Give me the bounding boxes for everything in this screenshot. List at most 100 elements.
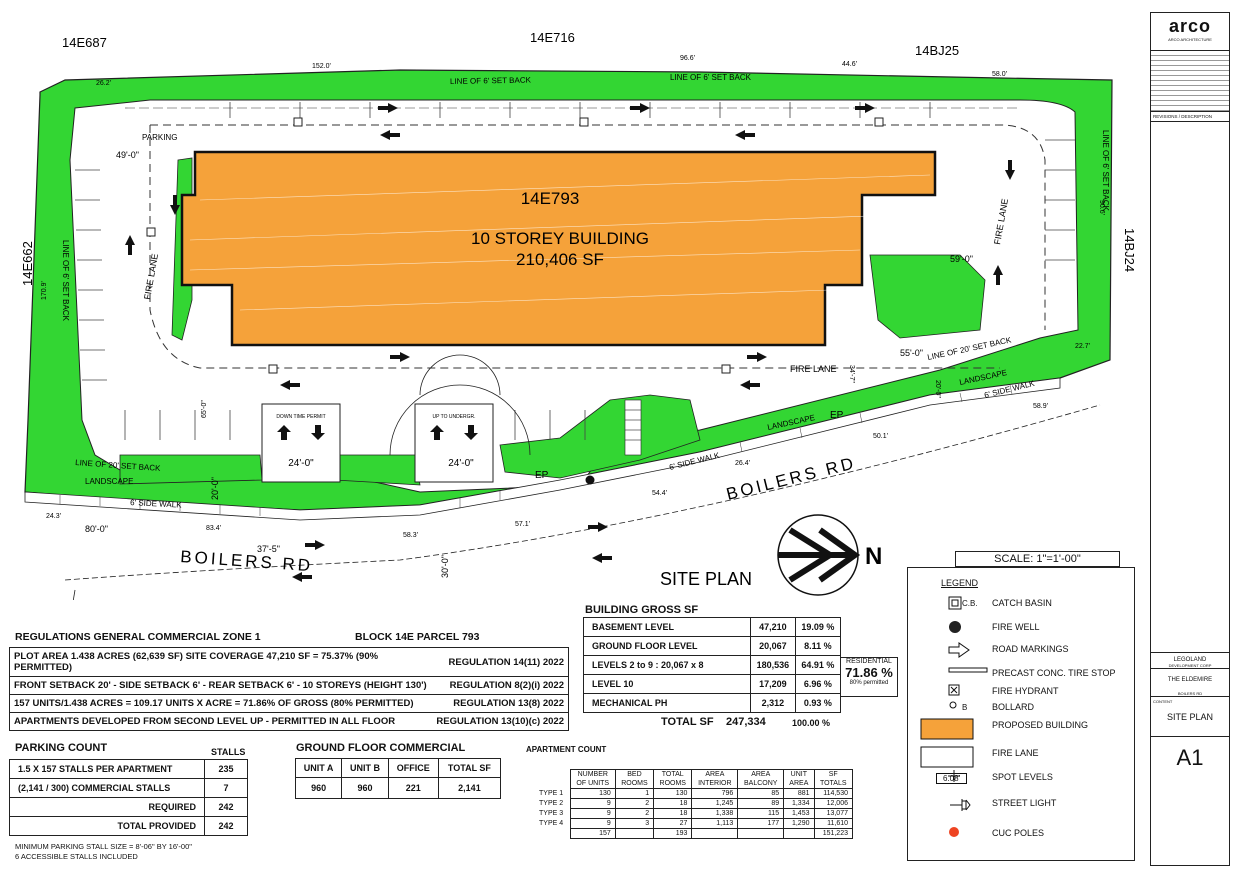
svg-text:DOWN TIME PERMIT: DOWN TIME PERMIT [276,414,325,420]
apt-header: TOTAL [653,769,693,779]
legend-label: FIRE HYDRANT [992,686,1059,696]
apt-cell: 1,334 [783,798,815,809]
parking-value: 235 [204,759,248,779]
gross-pct: 0.93 % [794,693,842,713]
legend-label: ROAD MARKINGS [992,644,1069,654]
svg-text:34'-7": 34'-7" [848,365,855,383]
legend-item: FIRE WELL [908,620,1134,644]
legend-tag: C.B. [962,599,978,608]
regulation-ref: REGULATION 8(2)(i) 2022 [432,676,570,695]
apt-header: SF [813,769,853,779]
svg-text:PARKING: PARKING [142,133,177,142]
apt-total [783,828,815,839]
parking-label: 1.5 X 157 STALLS PER APARTMENT [9,759,205,779]
lot-left: 14E662 [20,241,35,286]
gross-total-label: TOTAL SF [661,716,714,728]
parking-label: REQUIRED [9,797,205,817]
svg-text:170.9': 170.9' [41,281,48,300]
parking-label: (2,141 / 300) COMMERCIAL STALLS [9,778,205,798]
ground-value: 2,141 [437,777,502,799]
svg-text:LINE OF 6' SET BACK: LINE OF 6' SET BACK [450,76,532,86]
apt-header: INTERIOR [691,779,739,789]
regulations-title: REGULATIONS GENERAL COMMERCIAL ZONE 1 [15,631,261,643]
svg-text:90.6': 90.6' [1098,200,1105,215]
fire-well-marker [585,475,595,485]
svg-text:55'-0": 55'-0" [900,348,923,358]
catch-basin-icon [948,596,962,612]
ground-header: TOTAL SF [437,758,502,778]
svg-text:96.6': 96.6' [680,55,695,62]
svg-text:EP: EP [535,470,549,481]
svg-text:54.4': 54.4' [652,490,667,497]
apt-header: TOTALS [813,779,853,789]
logo: arco [1168,16,1212,36]
svg-text:37'-5": 37'-5" [257,544,280,554]
gross-label: GROUND FLOOR LEVEL [583,636,751,656]
scale-box: SCALE: 1"=1'-00" [955,551,1120,567]
apt-cell: 85 [737,788,785,799]
svg-text:58.0': 58.0' [992,71,1007,78]
bollard-icon [948,700,958,712]
svg-text:24.3': 24.3' [46,513,61,520]
apt-cell: 9 [569,808,616,819]
apt-cell: 18 [653,808,693,819]
apt-header: ROOMS [614,779,655,789]
apt-header: NUMBER [569,769,616,779]
apt-cell: 9 [569,798,616,809]
legend-label: SPOT LEVELS [992,772,1053,782]
gross-sf: 47,210 [750,617,796,637]
regulation-row: PLOT AREA 1.438 ACRES (62,639 SF) SITE C… [9,647,570,677]
apt-type: TYPE 1 [539,790,564,797]
apt-total: 193 [653,828,693,839]
svg-text:152.0': 152.0' [312,63,331,70]
legend-item: CUC POLES [908,826,1134,850]
ground-header: UNIT B [341,758,389,778]
gross-pct: 19.09 % [794,617,842,637]
apt-cell: 881 [783,788,815,799]
building-name: 10 STOREY BUILDING [471,229,649,248]
apt-cell: 1,338 [691,808,739,819]
spot-level-icon [948,770,960,784]
svg-text:LINE OF 6' SET BACK: LINE OF 6' SET BACK [1101,130,1110,212]
legend-label: PROPOSED BUILDING [992,720,1089,730]
apt-cell: 13,077 [813,808,853,819]
ground-value: 960 [294,777,343,799]
regulation-ref: REGULATION 13(10)(c) 2022 [432,712,570,731]
road-marking-icon [948,642,970,660]
legend-item: PRECAST CONC. TIRE STOP [908,666,1134,690]
apt-cell: 1,113 [691,818,739,829]
dim-ramp-1: 24'-0" [288,458,314,469]
side-walk [24,377,1061,521]
svg-text:26.2': 26.2' [96,80,111,87]
apt-cell: 796 [691,788,739,799]
gross-total-pct: 100.00 % [792,718,831,728]
apt-cell: 11,610 [813,818,853,829]
apt-header: BED [614,769,655,779]
apt-cell: 18 [653,798,693,809]
gross-sf: 17,209 [750,674,796,694]
legend-label: CUC POLES [992,828,1045,838]
apt-cell: 1,245 [691,798,739,809]
gross-sf: 2,312 [750,693,796,713]
building-lot: 14E793 [521,189,580,208]
apt-cell: 115 [737,808,785,819]
svg-text:44.6': 44.6' [842,61,857,68]
apt-cell: 2 [614,798,655,809]
legend-item: STREET LIGHT [908,796,1134,820]
apt-header: AREA [783,779,815,789]
svg-text:6' SIDE WALK: 6' SIDE WALK [130,498,183,510]
svg-text:50.1': 50.1' [873,433,888,440]
apt-type: TYPE 3 [539,810,564,817]
apt-cell: 130 [653,788,693,799]
gross-pct: 6.96 % [794,674,842,694]
